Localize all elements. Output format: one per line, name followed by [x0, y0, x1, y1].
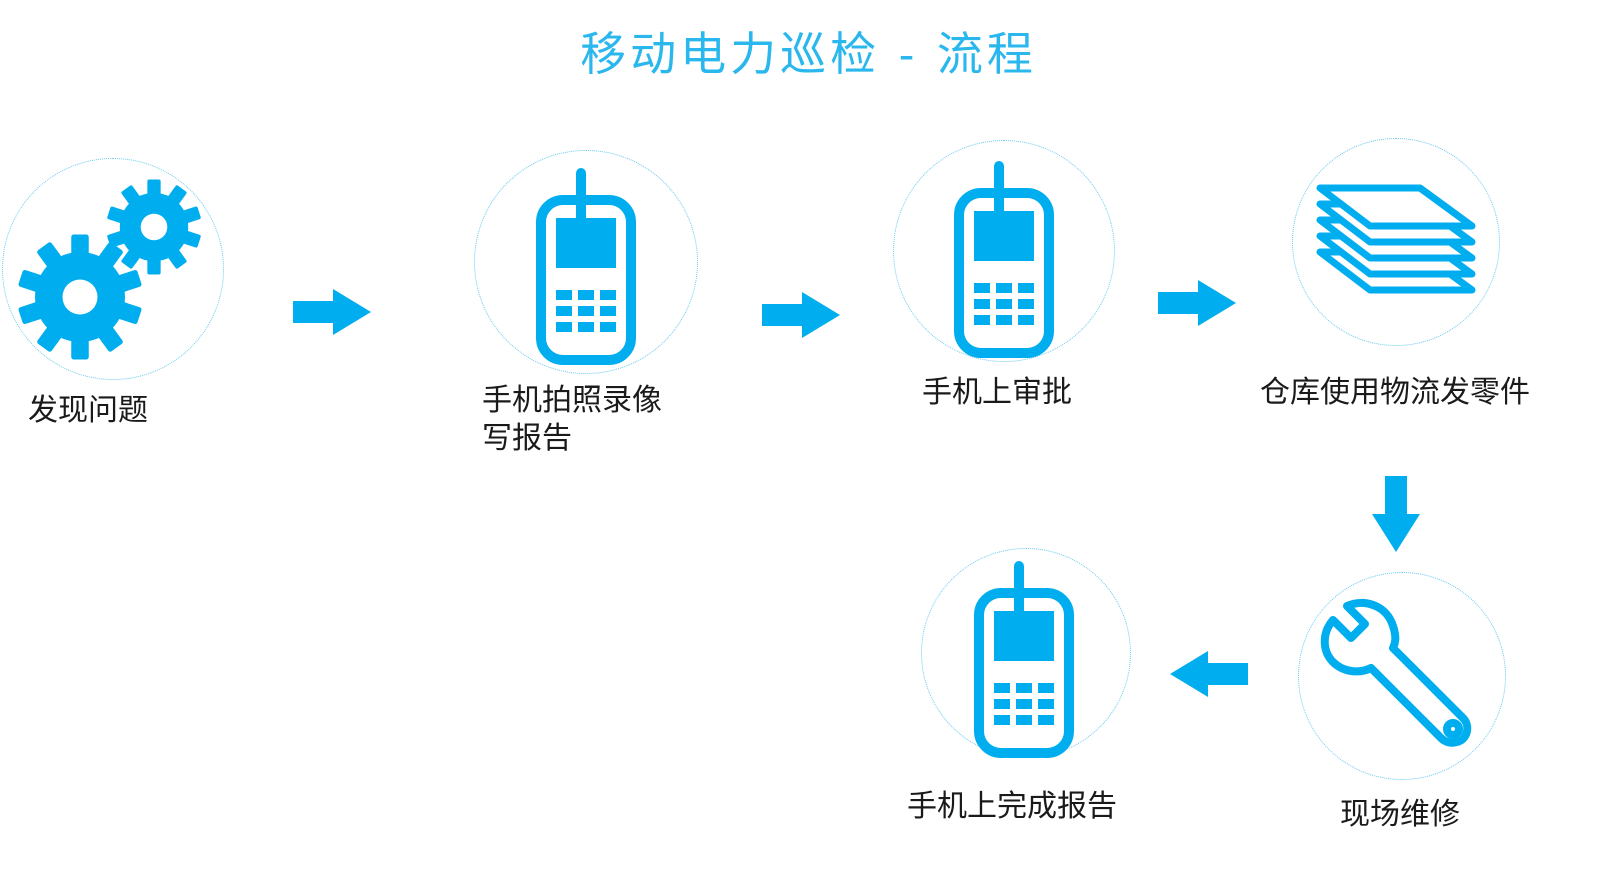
step-label-logistics: 仓库使用物流发零件 [1260, 375, 1530, 410]
arrow-left-icon [1170, 651, 1248, 697]
page-title: 移动电力巡检 - 流程 [580, 27, 1037, 81]
stacked-layers-icon [1316, 184, 1476, 294]
gears-icon [18, 179, 202, 360]
step-label-capture-line1: 手机拍照录像 [482, 383, 662, 418]
step-label-complete: 手机上完成报告 [907, 789, 1117, 824]
mobile-phone-icon [974, 553, 1074, 758]
step-label-repair: 现场维修 [1340, 797, 1460, 832]
arrow-right-icon [293, 289, 371, 335]
step-circle-discover [2, 158, 224, 380]
step-circle-logistics [1292, 138, 1500, 346]
step-circle-approve [893, 140, 1115, 362]
wrench-icon [1320, 598, 1472, 747]
arrow-right-icon [762, 292, 840, 338]
mobile-phone-icon [954, 153, 1054, 358]
arrow-down-icon [1372, 476, 1420, 552]
step-circle-capture [474, 150, 698, 374]
step-label-approve: 手机上审批 [922, 375, 1072, 410]
step-label-capture-line2: 写报告 [482, 421, 572, 456]
mobile-phone-icon [536, 160, 636, 365]
arrow-right-icon [1158, 280, 1236, 326]
step-circle-repair [1298, 572, 1506, 780]
step-label-discover: 发现问题 [28, 393, 148, 428]
